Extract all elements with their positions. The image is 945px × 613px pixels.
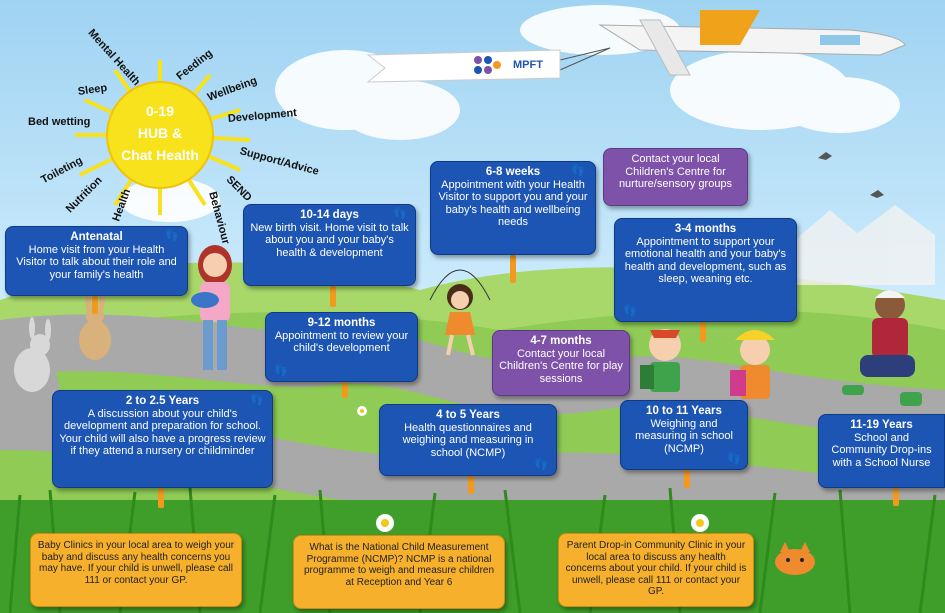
- post: [330, 285, 336, 307]
- stage-text: Health questionnaires and weighing and m…: [402, 421, 534, 459]
- stage-title: 11-19 Years: [850, 419, 913, 431]
- stage-4-7-months: 4-7 months Contact your local Children's…: [492, 330, 630, 396]
- stage-text: Appointment to support your emotional he…: [624, 235, 787, 286]
- footprints-icon: 👣: [165, 230, 179, 242]
- stage-text: Appointment with your Health Visitor to …: [438, 178, 588, 229]
- plane-icon: [598, 10, 906, 76]
- stage-text: Appointment to review your child's devel…: [274, 329, 409, 355]
- footprints-icon: 👣: [274, 364, 288, 377]
- post: [684, 470, 690, 488]
- stage-2-2-5-years: 2 to 2.5 Years A discussion about your c…: [52, 390, 273, 488]
- mother-illustration: [191, 245, 232, 370]
- post: [158, 488, 164, 508]
- stage-title: 9-12 months: [307, 317, 376, 329]
- hub-title: 0-19 HUB & Chat Health: [112, 100, 208, 166]
- footprints-icon: 👣: [250, 394, 264, 406]
- stage-10-14-days: 10-14 days New birth visit. Home visit t…: [243, 204, 416, 286]
- girl-illustration: [429, 269, 491, 356]
- teenager-illustration: [842, 290, 922, 406]
- post: [342, 382, 348, 398]
- school-children-illustration: [640, 329, 775, 399]
- stage-title: 2 to 2.5 Years: [125, 395, 200, 407]
- hub-line-2: HUB &: [137, 125, 183, 141]
- post: [700, 322, 706, 342]
- banner-logo-text: MPFT: [513, 59, 543, 71]
- stage-4-5-years: 4 to 5 Years Health questionnaires and w…: [379, 404, 557, 476]
- stage-title: 4 to 5 Years: [436, 409, 500, 421]
- info-ncmp: What is the National Child Measurement P…: [293, 535, 505, 609]
- stage-text: New birth visit. Home visit to talk abou…: [250, 221, 409, 259]
- stage-text: School and Community Drop-ins with a Sch…: [831, 431, 932, 469]
- stage-9-12-months: 9-12 months Appointment to review your c…: [265, 312, 418, 382]
- info-text: Parent Drop-in Community Clinic in your …: [565, 540, 747, 597]
- cat-icon: [775, 542, 815, 575]
- bird-icon: [818, 152, 884, 198]
- rabbit-icon: [14, 290, 111, 392]
- info-text: What is the National Child Measurement P…: [303, 542, 495, 588]
- stage-title: 10-14 days: [300, 209, 359, 221]
- footprints-icon: 👣: [623, 304, 637, 317]
- clouds: [120, 5, 900, 222]
- hub-line-1: 0-19: [145, 103, 175, 119]
- info-baby-clinics: Baby Clinics in your local area to weigh…: [30, 533, 242, 607]
- post: [92, 296, 98, 314]
- stage-text: Contact your local Children's Centre for…: [499, 347, 623, 385]
- stage-title: 4-7 months: [530, 335, 592, 347]
- stage-text: Contact your local Children's Centre for…: [618, 153, 733, 190]
- footprints-icon: 👣: [727, 452, 741, 465]
- stage-6-8-weeks: 6-8 weeks Appointment with your Health V…: [430, 161, 596, 255]
- post: [468, 476, 474, 494]
- stage-10-11-years: 10 to 11 Years Weighing and measuring in…: [620, 400, 748, 470]
- stage-title: Antenatal: [70, 231, 123, 243]
- stage-text: Home visit from your Health Visitor to t…: [16, 243, 177, 281]
- stage-text: A discussion about your child's developm…: [59, 407, 266, 458]
- childrens-centre-nurture: Contact your local Children's Centre for…: [603, 148, 748, 206]
- stage-text: Weighing and measuring in school (NCMP): [635, 417, 733, 455]
- stage-title: 3-4 months: [674, 223, 737, 235]
- sun-label-bed-wetting: Bed wetting: [28, 116, 91, 128]
- stage-title: 6-8 weeks: [485, 166, 541, 178]
- hub-line-3: Chat Health: [121, 147, 199, 163]
- house-icon: [795, 205, 935, 285]
- post: [510, 255, 516, 283]
- info-parent-dropin: Parent Drop-in Community Clinic in your …: [558, 533, 754, 607]
- footprints-icon: 👣: [534, 458, 548, 471]
- footprints-icon: 👣: [571, 165, 585, 177]
- info-text: Baby Clinics in your local area to weigh…: [37, 540, 235, 586]
- footprints-icon: 👣: [393, 208, 407, 220]
- stage-title: 10 to 11 Years: [646, 405, 722, 417]
- stage-3-4-months: 3-4 months Appointment to support your e…: [614, 218, 797, 322]
- stage-11-19-years: 11-19 Years School and Community Drop-in…: [818, 414, 945, 488]
- sun-icon: [75, 60, 251, 215]
- post: [893, 488, 899, 506]
- stage-antenatal: Antenatal Home visit from your Health Vi…: [5, 226, 188, 296]
- banner: [366, 47, 611, 83]
- flower-icon: [357, 406, 709, 532]
